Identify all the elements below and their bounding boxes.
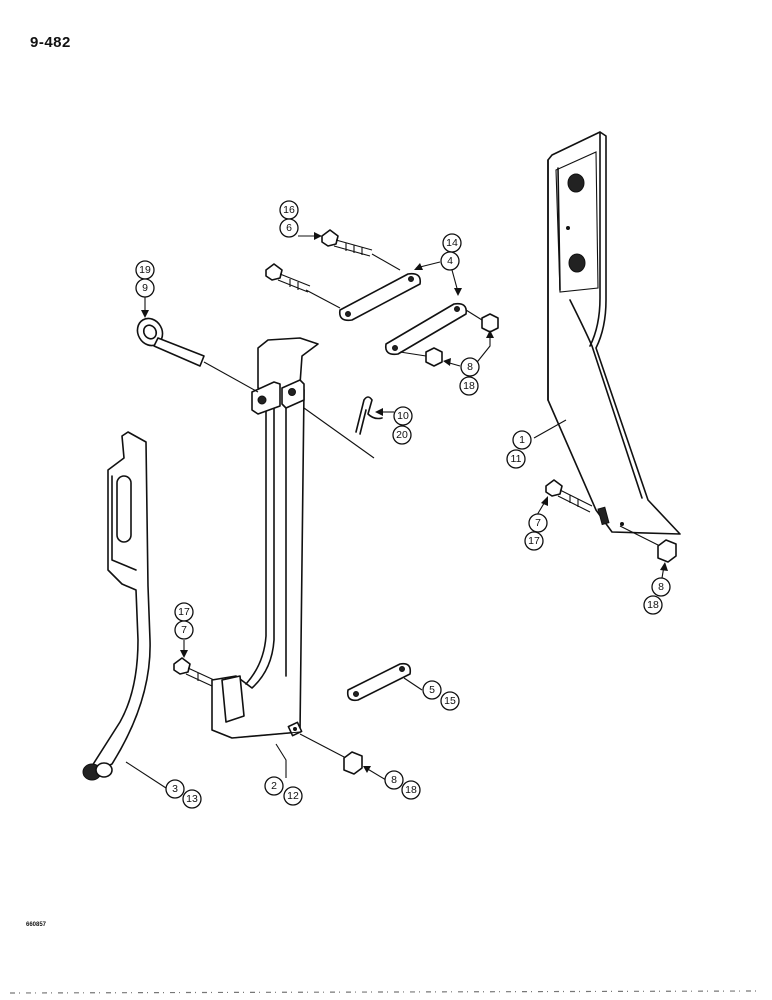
callout-5-15: 5 15 — [422, 680, 460, 711]
callout-label: 18 — [463, 380, 475, 392]
callout-label: 5 — [429, 684, 435, 696]
callout-label: 17 — [528, 535, 540, 547]
callout-17-7: 17 7 — [174, 602, 194, 640]
shank-hardware — [545, 479, 677, 563]
callout-label: 20 — [396, 429, 408, 441]
bracket-part — [82, 431, 151, 781]
callout-label: 8 — [467, 361, 473, 373]
callout-label: 19 — [139, 264, 151, 276]
callout-3-13: 3 13 — [165, 779, 202, 809]
callout-label: 13 — [186, 793, 198, 805]
callout-label: 8 — [658, 581, 664, 593]
callout-label: 7 — [181, 624, 187, 636]
callout-label: 8 — [391, 774, 397, 786]
page-number: 9-482 — [30, 34, 71, 51]
callout-2-12: 2 12 — [264, 776, 303, 806]
drawing-code: 660857 — [26, 922, 47, 928]
callout-label: 11 — [511, 453, 522, 465]
lower-hardware — [173, 657, 412, 775]
callout-label: 7 — [535, 517, 541, 529]
callout-label: 18 — [647, 599, 659, 611]
callout-label: 14 — [446, 237, 458, 249]
callout-10-20: 10 20 — [392, 406, 413, 445]
callout-label: 3 — [172, 783, 178, 795]
hitch-pin-part — [303, 396, 383, 459]
scan-edge-line — [9, 990, 761, 994]
callout-label: 2 — [271, 780, 277, 792]
callout-label: 15 — [444, 695, 456, 707]
callout-label: 6 — [286, 222, 292, 234]
callout-label: 10 — [397, 410, 409, 422]
upper-hardware — [265, 229, 499, 367]
callout-label: 12 — [287, 790, 299, 802]
callout-19-9: 19 9 — [135, 260, 155, 298]
callout-14-4: 14 4 — [440, 233, 462, 271]
callout-label: 16 — [283, 204, 295, 216]
callout-8-18-lower: 8 18 — [384, 770, 421, 800]
callout-label: 4 — [447, 255, 453, 267]
callout-16-6: 16 6 — [279, 200, 299, 238]
callout-label: 9 — [142, 282, 148, 294]
standard-part — [211, 337, 319, 739]
callout-8-18-right: 8 18 — [643, 577, 671, 615]
callout-7-17: 7 17 — [524, 513, 548, 551]
leader-lines — [125, 232, 668, 789]
shank-part — [547, 131, 681, 535]
callout-label: 17 — [178, 606, 190, 618]
callout-label: 1 — [519, 434, 525, 446]
eye-bolt-part — [136, 317, 259, 393]
callout-1-11: 1 11 — [506, 430, 532, 469]
callout-8-18-upper: 8 18 — [459, 357, 480, 396]
callout-label: 18 — [405, 784, 417, 796]
